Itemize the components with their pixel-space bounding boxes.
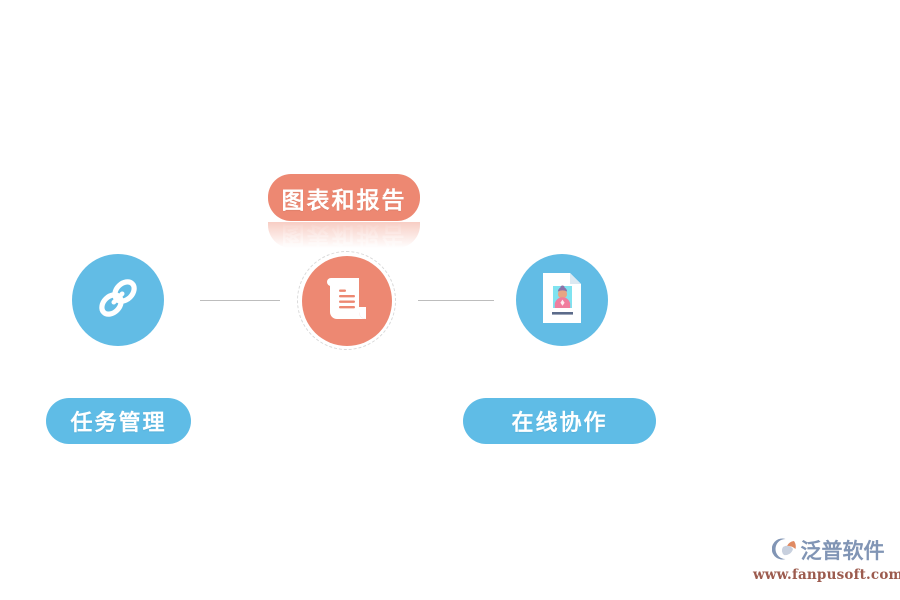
watermark: 泛普软件 www.fanpusoft.com (753, 534, 900, 586)
label-task-management[interactable]: 任务管理 (46, 398, 191, 444)
chain-link-icon (94, 274, 142, 327)
label-charts-and-reports-reflection: 图表和报告 (268, 222, 420, 248)
node-charts-and-reports-ring (297, 251, 396, 350)
reflection-text: 图表和报告 (281, 222, 407, 247)
scroll-document-icon (322, 272, 372, 329)
connector-line-2 (418, 300, 494, 301)
watermark-brand-text: 泛普软件 (800, 539, 885, 564)
watermark-url: www.fanpusoft.com (752, 567, 900, 584)
fanpu-logo-icon (771, 537, 798, 566)
watermark-brand-row: 泛普软件 (771, 537, 885, 566)
node-online-collaboration[interactable] (516, 254, 608, 346)
node-charts-and-reports[interactable] (301, 255, 392, 346)
id-card-document-icon (540, 271, 584, 330)
connector-line-1 (200, 300, 280, 301)
label-online-collaboration[interactable]: 在线协作 (463, 398, 656, 444)
label-charts-and-reports[interactable]: 图表和报告 (268, 174, 420, 221)
node-task-management[interactable] (72, 254, 164, 346)
